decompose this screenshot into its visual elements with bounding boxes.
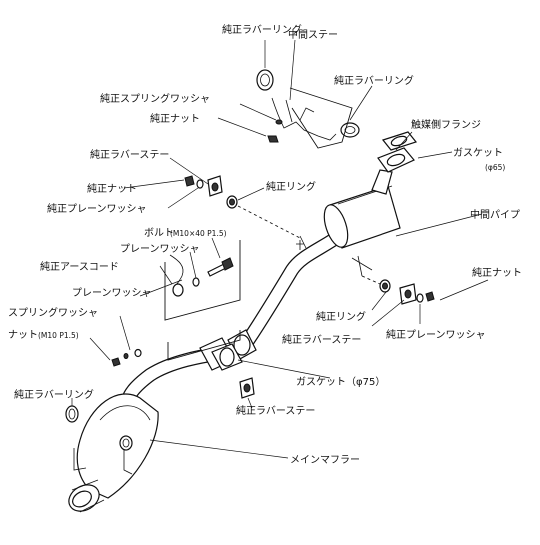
detail-outline-low [167,330,241,361]
label-mid-stay: 中間ステー [288,28,338,41]
label-plain-washer-a: プレーンワッシャ [120,243,200,255]
nut-right [425,291,435,302]
detail-outline-top [289,87,353,149]
label-nut-right: 純正ナット [472,266,522,279]
label-plain-washer-right: 純正プレーンワッシャ [386,328,486,341]
mid-pipe [227,131,418,361]
ring-mid [226,195,238,209]
tail-pipe [68,479,105,513]
plain-washer-right [416,293,424,303]
label-gasket-75: ガスケット（φ75） [296,376,385,388]
rubber-stay-bottom [239,377,255,399]
ring-right [379,279,391,293]
leader-lines [71,39,489,459]
label-main-muffler: メインマフラー [290,454,360,466]
label-spring-washer: 純正スプリングワッシャ [100,92,210,105]
rubber-ring-right [340,122,360,138]
cat-flange [377,147,415,173]
rubber-stay-left [207,175,223,197]
label-cat-flange: 触媒側フランジ [411,118,481,131]
label-plain-washer-b: プレーンワッシャ [72,287,152,299]
label-rubber-stay-left: 純正ラバーステー [90,148,169,161]
bolt [207,257,234,277]
plain-washer-left [196,179,204,189]
label-bolt: ボルト [144,227,174,239]
nut-bottom [111,357,121,367]
label-nut-bottom-spec: (M10 P1.5) [38,331,79,340]
detail-outline-mid [164,240,241,321]
rubber-stay-right [399,283,417,305]
label-rubber-stay-bottom: 純正ラバーステー [236,404,315,417]
gasket-75 [211,343,243,371]
ground-cord [169,254,184,297]
plain-washer-b [134,348,142,358]
rubber-ring-top [256,69,274,91]
label-ring-right: 純正リング [316,310,366,323]
label-nut-bottom: ナット [8,329,38,341]
rubber-ring-bottom [65,405,79,423]
main-muffler [68,337,243,513]
plain-washer-a [192,277,200,287]
mid-silencer [323,185,401,249]
label-plain-washer-left: 純正プレーンワッシャ [47,202,147,215]
label-ring-mid: 純正リング [266,180,316,193]
label-gasket-65: ガスケット [453,147,503,159]
label-rubber-ring-right: 純正ラバーリング [334,74,414,87]
nut-left [184,175,195,187]
label-ground-cord: 純正アースコード [40,260,119,273]
rubber-ring-bottom-2 [119,435,133,451]
label-gasket-65-size: (φ65) [485,163,505,172]
label-rubber-ring-bottom: 純正ラバーリング [14,388,94,401]
label-bolt-spec: (M10×40 P1.5) [170,229,227,238]
label-spring-washer-b: スプリングワッシャ [8,306,98,319]
mid-stay [271,97,337,141]
nut-top [267,135,279,143]
gasket-65 [381,131,418,151]
label-rubber-stay-right: 純正ラバーステー [282,333,361,346]
label-nut-top: 純正ナット [150,112,200,125]
label-mid-pipe: 中間パイプ [470,208,520,221]
label-rubber-ring-top: 純正ラバーリング [222,23,302,36]
spring-washer-bottom [123,353,129,359]
spring-washer-top [275,119,283,125]
label-nut-left: 純正ナット [87,182,137,195]
